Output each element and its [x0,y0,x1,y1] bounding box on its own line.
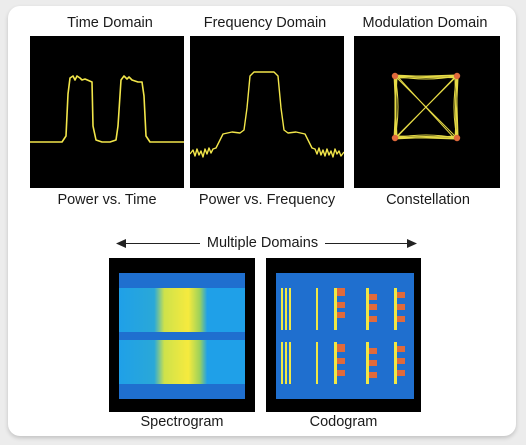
constellation-trajectories [393,74,459,140]
multiple-domains-label: Multiple Domains [206,235,319,251]
right-arrowhead-icon [407,239,417,248]
frequency-domain-panel [190,36,344,188]
spectrogram-block-bottom [119,340,245,384]
frequency-domain-caption: Power vs. Frequency [198,192,336,208]
left-arrowhead-icon [116,239,126,248]
modulation-domain-caption: Constellation [386,192,470,208]
modulation-domain-title: Modulation Domain [362,15,488,31]
codogram-traces-bottom [281,342,405,384]
spectrogram-panel [109,258,255,412]
time-domain-title: Time Domain [67,15,153,31]
codogram-panel [266,258,421,412]
modulation-domain-panel [354,36,500,188]
time-domain-trace [30,75,184,143]
spectrogram-block-top [119,288,245,332]
left-arrow-line [122,243,200,244]
time-domain-panel [30,36,184,188]
spectrogram-caption: Spectrogram [140,414,224,430]
right-arrow-line [325,243,411,244]
codogram-caption: Codogram [309,414,378,430]
frequency-domain-trace [190,71,344,158]
frequency-domain-title: Frequency Domain [203,15,327,31]
constellation-points [391,72,461,142]
time-domain-caption: Power vs. Time [57,192,157,208]
codogram-traces-top [281,288,405,330]
